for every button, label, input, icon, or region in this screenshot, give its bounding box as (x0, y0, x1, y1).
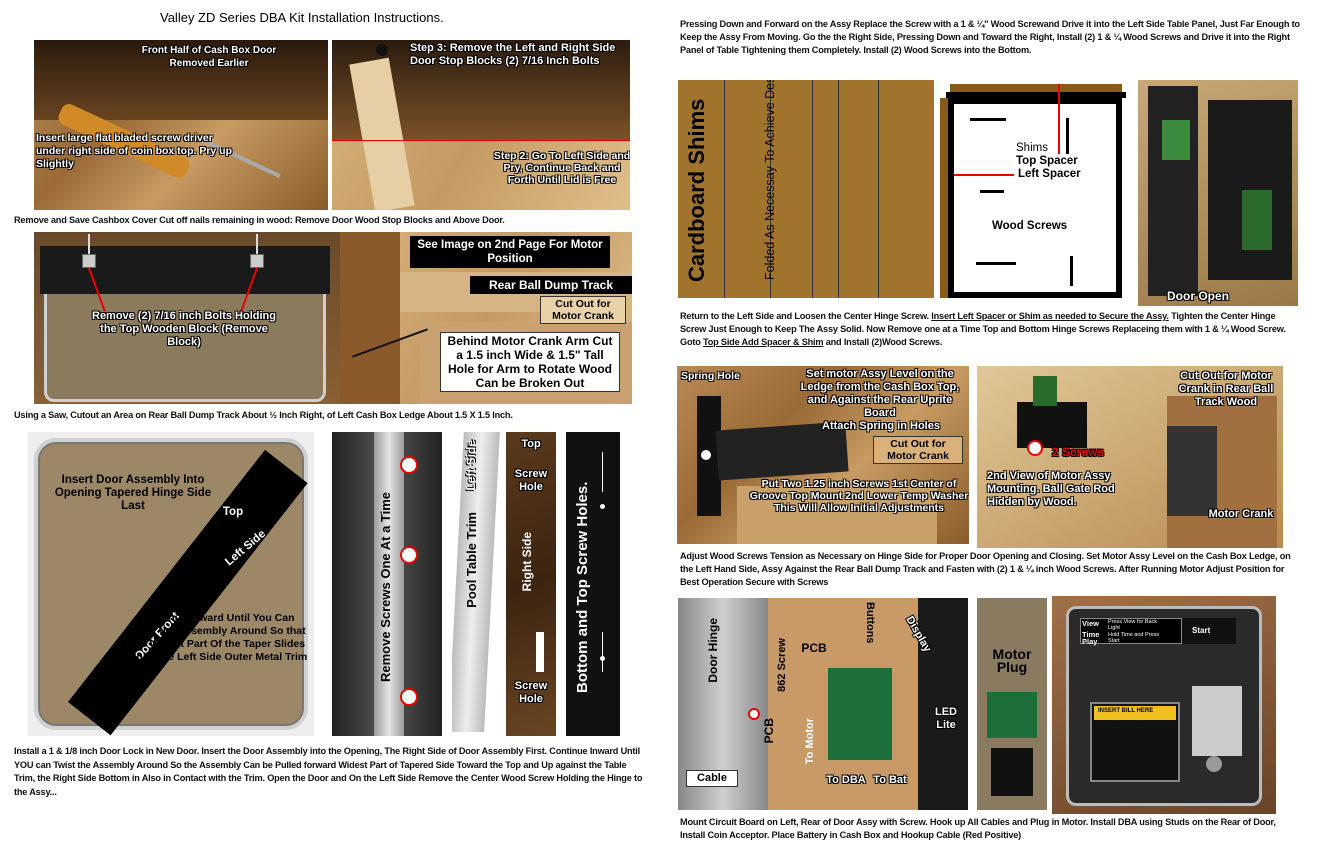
caption-pcb: Mount Circuit Board on Left, Rear of Doo… (680, 817, 1276, 840)
photo-screw-holes: Bottom and Top Screw Holes. (566, 432, 620, 736)
label-motor-crank: Motor Crank (1208, 508, 1274, 520)
label-shims: Shims (1016, 142, 1048, 154)
label-screw: 862 Screw (776, 638, 788, 692)
label-right-top: Top (521, 438, 541, 450)
label-pcb-vertical: PCB (762, 718, 776, 744)
label-second-view: 2nd View of Motor Assy Mounting. Ball Ga… (987, 470, 1115, 508)
photo-pool-table-trim: Left Side Pool Table Trim (452, 432, 500, 732)
label-cut-out-2: Cut Out for Motor Crank in Rear Ball Tra… (1178, 370, 1274, 408)
label-behind-motor: Behind Motor Crank Arm Cut a 1.5 inch Wi… (440, 332, 620, 392)
caption-row1: Remove and Save Cashbox Cover Cut off na… (14, 215, 505, 225)
bolt-icon (250, 254, 264, 268)
label-bottom-top-screw: Bottom and Top Screw Holes. (574, 481, 591, 693)
label-folded: Folded As Necessay To Achieve Desided Th… (763, 80, 777, 280)
label-motor-plug: Motor Plug (992, 646, 1032, 675)
label-wood-screws: Wood Screws (992, 220, 1068, 232)
dba-start-button[interactable]: Start (1192, 626, 1211, 635)
label-cardboard-shims: Cardboard Shims (684, 98, 709, 282)
screw-marker-icon (400, 688, 418, 706)
label-cable: Cable (686, 770, 738, 787)
label-two-screws: 2 Screws (1051, 445, 1105, 459)
caption-row2: Using a Saw, Cutout an Area on Rear Ball… (14, 410, 513, 420)
dba-hold-time: Hold Time and Press Start (1108, 632, 1160, 644)
label-remove-bolts: Remove (2) 7/16 inch Bolts Holding the T… (92, 310, 276, 348)
photo-door-assembly: Insert Door Assembly Into Opening Tapere… (28, 432, 314, 736)
label-screw-hole-2: Screw Hole (514, 680, 548, 705)
photo-dba: View Press View for Back Light Time Play… (1052, 596, 1276, 814)
label-rear-ball-track: Rear Ball Dump Track (470, 276, 632, 294)
dba-insert-bill: INSERT BILL HERE (1098, 708, 1154, 714)
photo-top-wooden-block: Remove (2) 7/16 inch Bolts Holding the T… (34, 232, 340, 404)
label-insert-screwdriver: Insert large flat bladed screw driver un… (36, 132, 233, 170)
photo-right-side: Top Screw Hole Right Side Screw Hole (506, 432, 556, 736)
label-step3: Step 3: Remove the Left and Right Side D… (410, 42, 616, 67)
label-to-bat: To Bat (873, 774, 907, 786)
photo-cashbox-pry: Front Half of Cash Box Door Removed Earl… (34, 40, 328, 210)
label-cut-out: Cut Out for Motor Crank (540, 296, 626, 324)
label-door-hinge: Door Hinge (706, 618, 720, 683)
label-front-half: Front Half of Cash Box Door Removed Earl… (141, 45, 277, 69)
bolt-icon (376, 44, 388, 56)
page-title: Valley ZD Series DBA Kit Installation In… (160, 10, 444, 25)
label-remove-screws: Remove Screws One At a Time (378, 491, 393, 683)
label-pool-table-trim: Pool Table Trim (464, 512, 479, 608)
photo-motor-view2: Cut Out for Motor Crank in Rear Ball Tra… (977, 366, 1283, 548)
label-see-image: See Image on 2nd Page For Motor Position (410, 236, 610, 268)
photo-door-open: Door Open (1138, 80, 1298, 306)
label-cut-out-crank: Cut Out for Motor Crank (873, 436, 963, 464)
photo-cardboard-shims: Cardboard Shims Folded As Necessay To Ac… (678, 80, 934, 298)
diagram-spacers: Shims Top Spacer Left Spacer Wood Screws (940, 80, 1128, 298)
photo-door-stop-blocks: Step 3: Remove the Left and Right Side D… (332, 40, 630, 210)
label-door-open: Door Open (1167, 289, 1229, 303)
label-trim-left-side: Left Side (464, 440, 478, 491)
caption-row3: Install a 1 & 1/8 inch Door Lock in New … (14, 746, 643, 797)
label-to-motor: To Motor (804, 718, 816, 765)
label-step2: Step 2: Go To Left Side and Pry, Continu… (493, 150, 630, 186)
dba-press-view: Press View for Back Light (1108, 619, 1158, 631)
label-screw-hole-1: Screw Hole (514, 468, 548, 493)
label-insert-door: Insert Door Assembly Into Opening Tapere… (54, 474, 212, 512)
dba-view[interactable]: View (1082, 619, 1099, 628)
screw-marker-icon (400, 456, 418, 474)
caption-motor: Adjust Wood Screws Tension as Necessary … (680, 551, 1291, 587)
label-set-motor: Set motor Assy Level on the Ledge from t… (800, 368, 960, 419)
photo-pcb: Door Hinge PCB Buttons Display 862 Screw… (678, 598, 968, 810)
photo-motor-assy: Spring Hole Set motor Assy Level on the … (677, 366, 969, 544)
caption-spacer: Return to the Left Side and Loosen the C… (680, 311, 1286, 347)
bolt-icon (82, 254, 96, 268)
label-left-spacer: Left Spacer (1018, 168, 1081, 180)
label-to-dba: To DBA (826, 774, 866, 786)
dba-time-play[interactable]: Time Play (1082, 630, 1100, 646)
label-attach-spring: Attach Spring in Holes (822, 420, 940, 432)
photo-hinge-strip: Remove Screws One At a Time (332, 432, 442, 736)
label-buttons: Buttons (864, 602, 876, 644)
label-continue-inward: Continue Inward Until You Can Twist the … (128, 612, 308, 663)
photo-motor-plug: Motor Plug (977, 598, 1047, 810)
screw-marker-icon (400, 546, 418, 564)
label-led: LED Lite (935, 706, 957, 731)
label-pcb: PCB (801, 641, 827, 655)
label-spring-hole: Spring Hole (681, 370, 740, 382)
label-top-spacer: Top Spacer (1016, 155, 1078, 167)
photo-ball-dump-track: See Image on 2nd Page For Motor Position… (340, 232, 632, 404)
label-right-side: Right Side (520, 532, 534, 592)
intro-text: Pressing Down and Forward on the Assy Re… (680, 19, 1300, 55)
label-put-two: Put Two 1.25 inch Screws 1st Center of G… (749, 478, 969, 514)
label-door-top: Top (222, 506, 244, 518)
